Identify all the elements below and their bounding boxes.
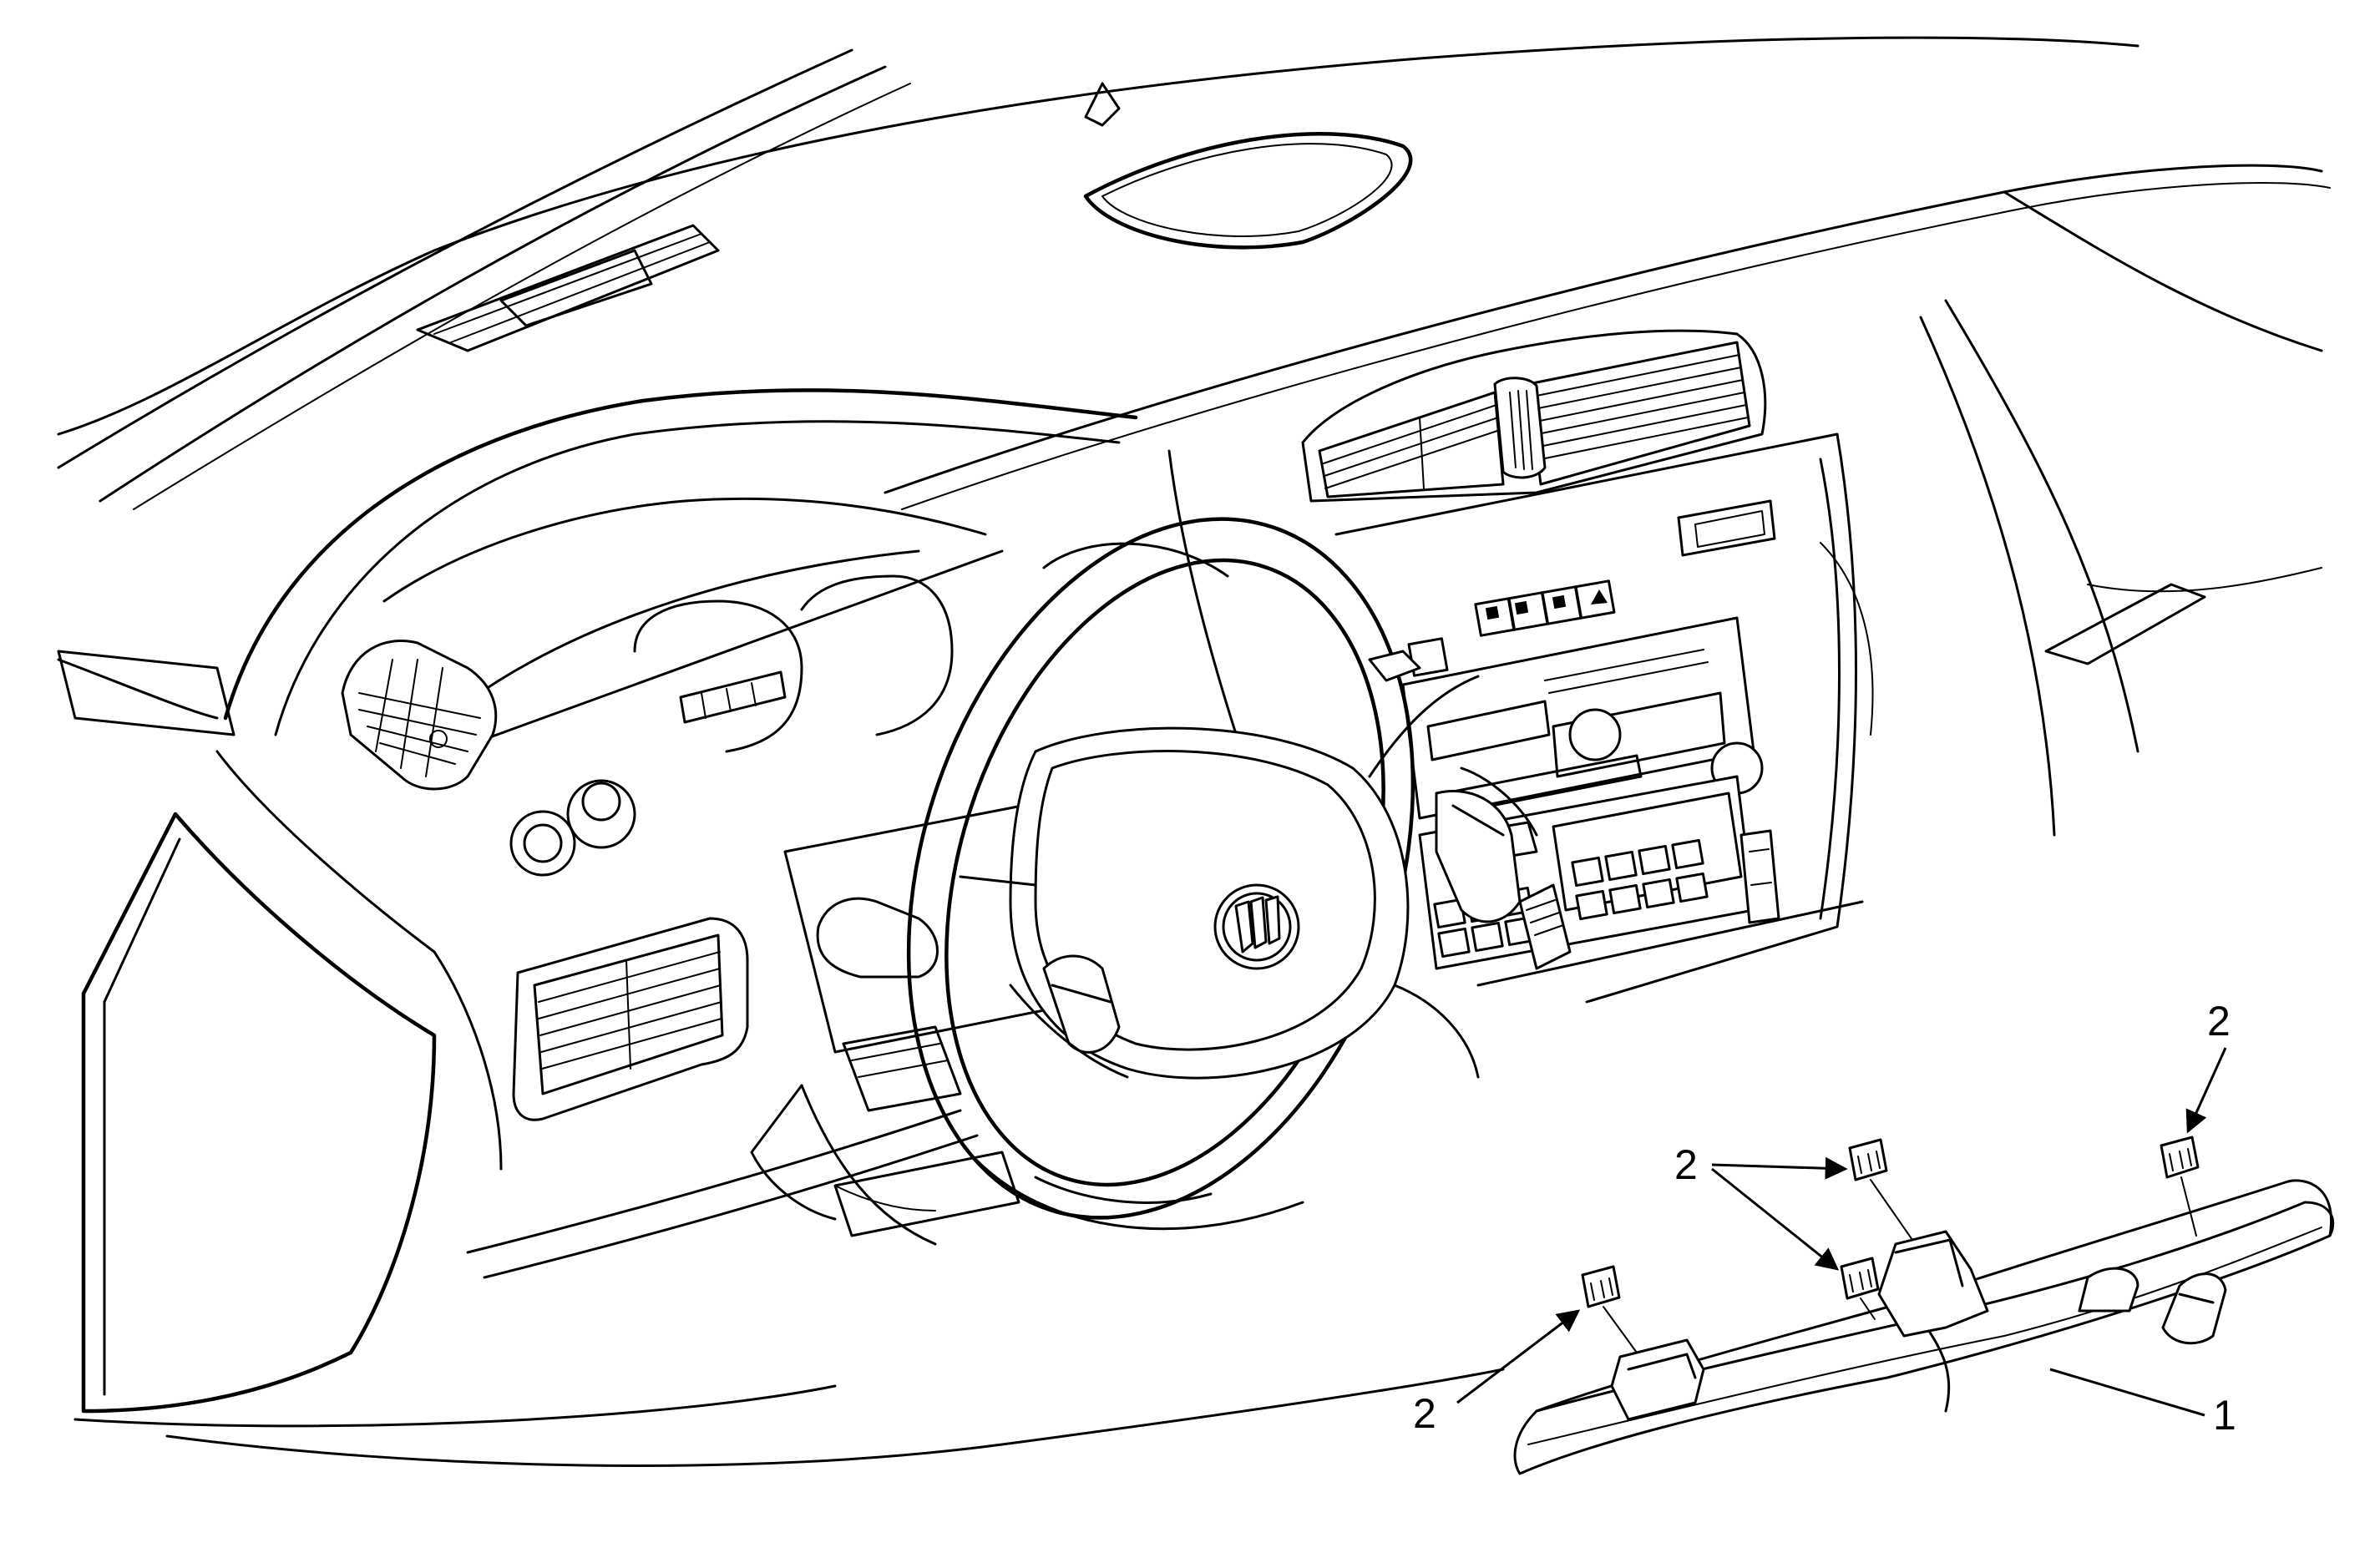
steering-wheel xyxy=(906,517,1572,1231)
callout-leaders xyxy=(1456,1047,2227,1417)
callout-label-2-pair: 2 xyxy=(1674,1141,1698,1188)
fastener-clip-left xyxy=(1581,1265,1621,1308)
callout-label-2-top-right: 2 xyxy=(2207,998,2231,1045)
fastener-clip-upper-middle xyxy=(1848,1138,1888,1181)
fastener-clip-top-right xyxy=(2160,1136,2200,1179)
instrument-panel xyxy=(57,36,2331,1467)
fastener-clip-lower-middle xyxy=(1840,1257,1880,1300)
callout-label-2-bottom-left: 2 xyxy=(1413,1390,1436,1437)
trim-panel-part xyxy=(1513,1179,2335,1475)
assembly-guide-lines xyxy=(1603,1176,2197,1353)
callout-label-1: 1 xyxy=(2213,1392,2236,1439)
